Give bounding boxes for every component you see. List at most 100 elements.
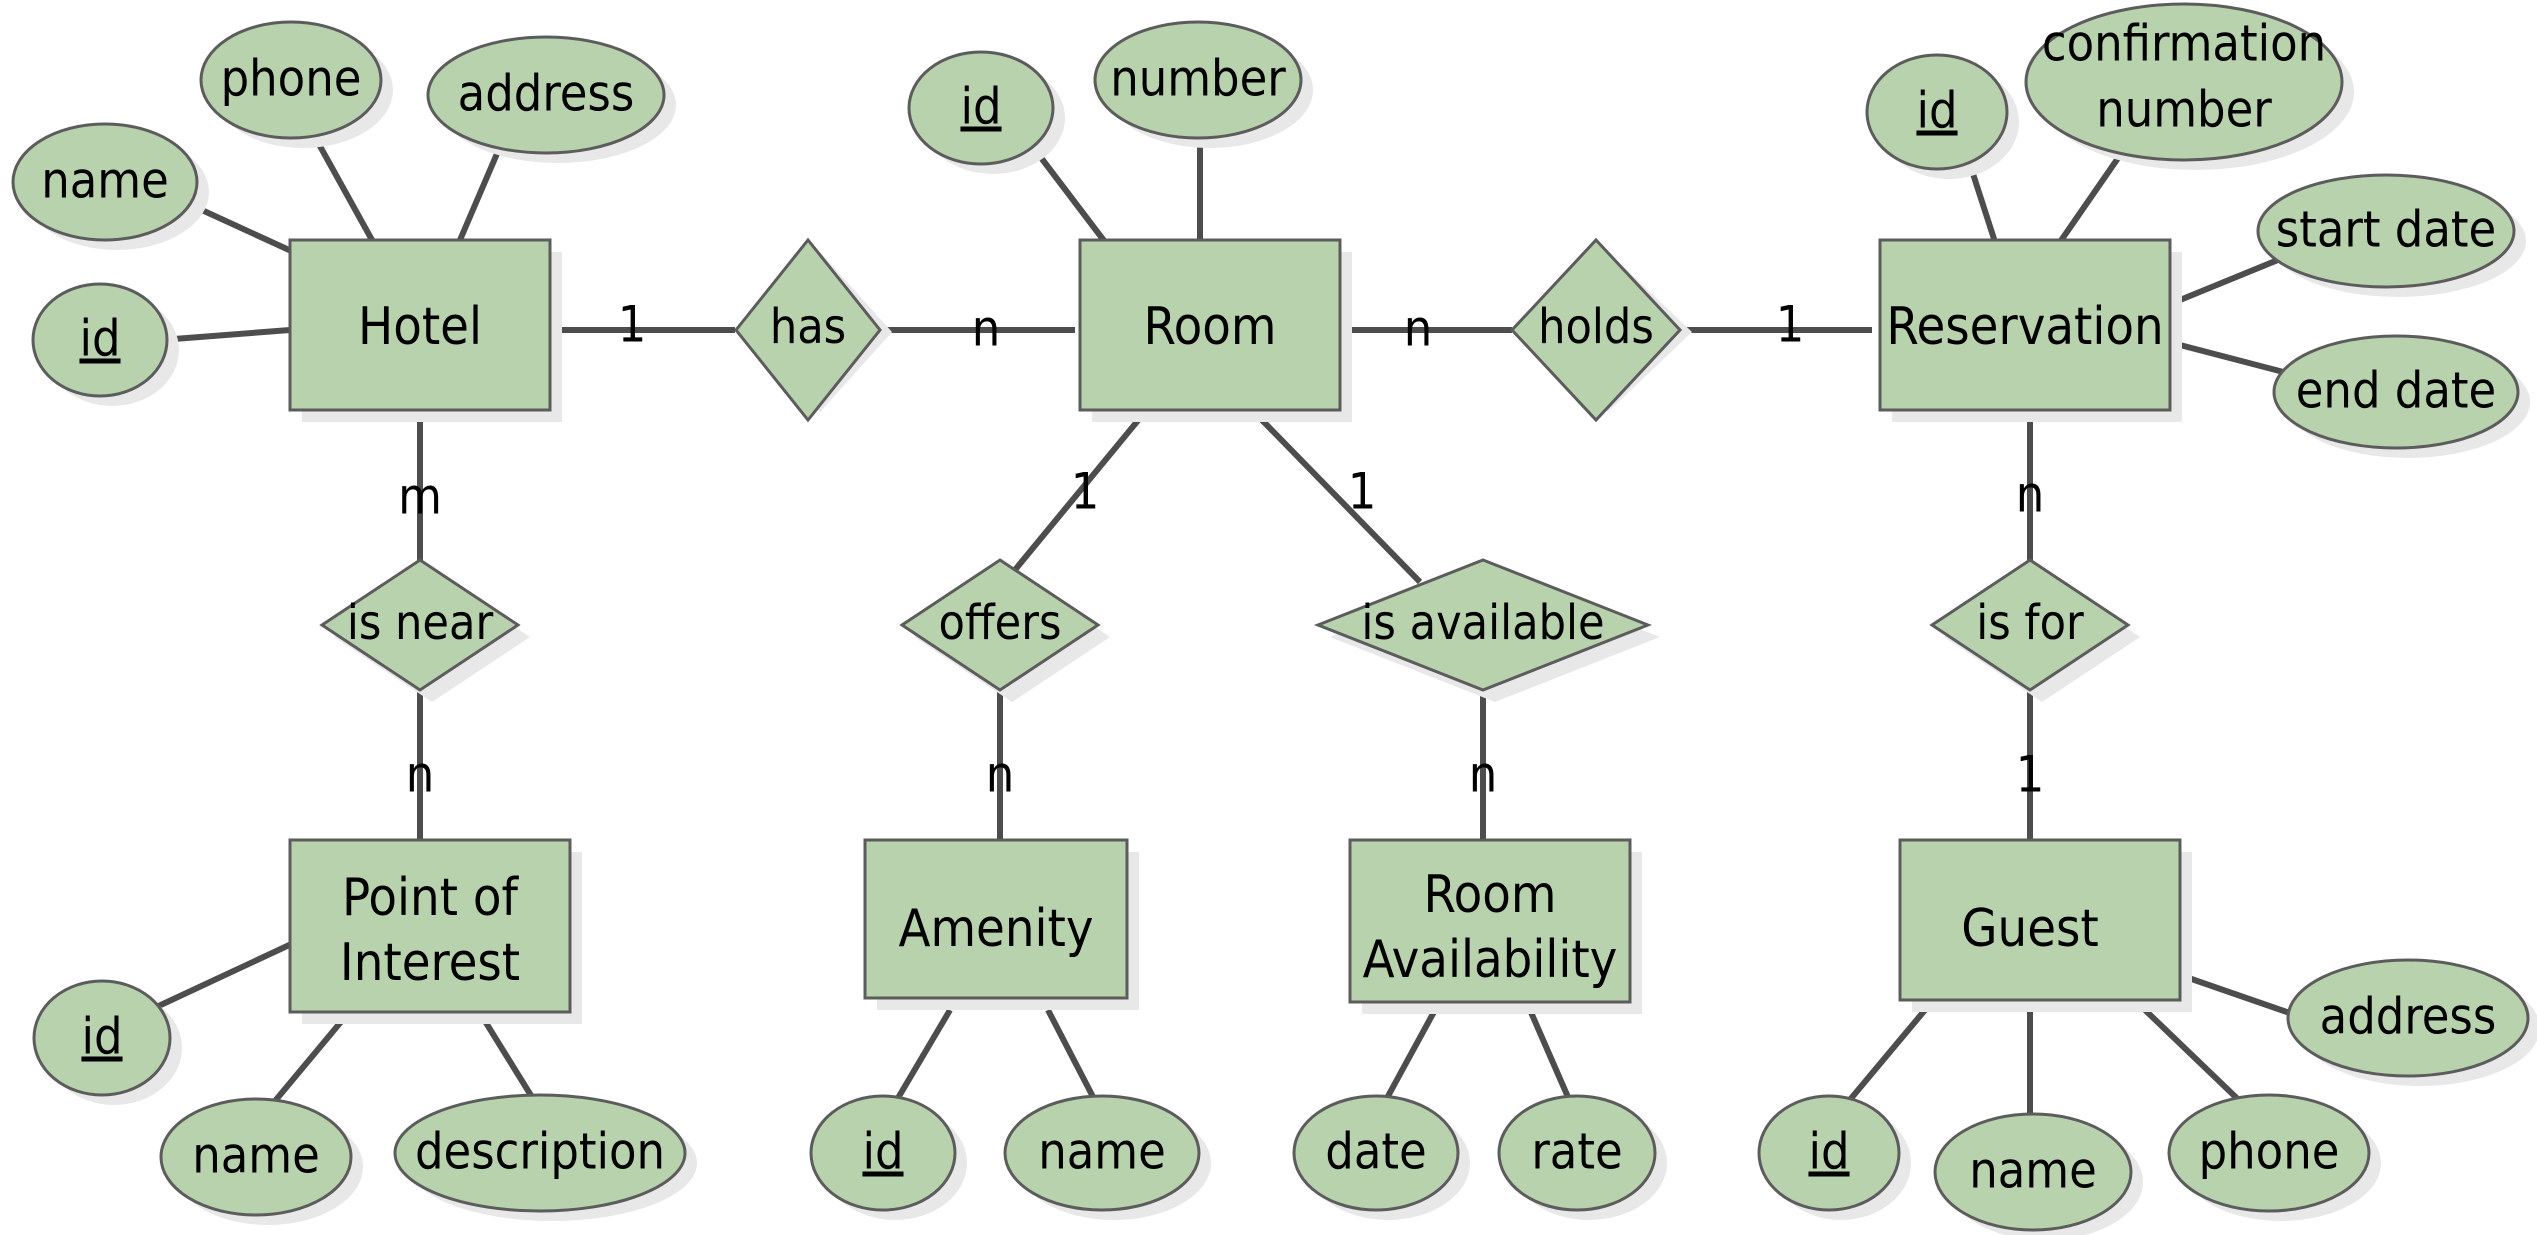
attribute-amenity-id[interactable]: id	[809, 1094, 967, 1220]
attribute-guest-name[interactable]: name	[1933, 1112, 2143, 1235]
hotel-phone-ellipse	[199, 20, 383, 140]
attribute-room-id-label: id	[960, 78, 1001, 136]
ravail-date-ellipse	[1292, 1094, 1460, 1212]
attribute-hotel-id-label: id	[79, 310, 120, 368]
entity-reservation[interactable]: Reservation	[1878, 238, 2182, 422]
attribute-amenity-name[interactable]: name	[1003, 1094, 1211, 1220]
attribute-room-id[interactable]: id	[907, 50, 1065, 174]
room-box	[1078, 238, 1342, 412]
guest-name-ellipse	[1933, 1112, 2133, 1232]
attribute-reservation-end-date[interactable]: end date	[2272, 334, 2530, 458]
entity-room-availability[interactable]: Room Availability	[1348, 838, 1642, 1014]
cardinality-offers-amenity: n	[986, 746, 1015, 804]
attribute-poi-description[interactable]: description	[393, 1093, 697, 1221]
relationship-isfor-label: is for	[1976, 595, 2084, 651]
attribute-poi-name[interactable]: name	[159, 1097, 363, 1225]
cardinality-holds-reservation: 1	[1776, 296, 1805, 354]
edge-room-offers	[1002, 416, 1143, 584]
edge-room-isavailable	[1257, 415, 1423, 585]
attribute-room-number[interactable]: number	[1093, 20, 1313, 148]
relationship-isnear-label: is near	[347, 595, 494, 651]
relationship-holds-label: holds	[1538, 299, 1654, 355]
attribute-poi-name-label: name	[192, 1127, 320, 1185]
edge-res-start	[2178, 252, 2292, 303]
cardinality-room-offers: 1	[1071, 463, 1100, 521]
room-id-ellipse	[907, 50, 1055, 166]
hotel-box	[288, 238, 552, 412]
entity-layer: Hotel Room Reservation Point of Interest…	[288, 238, 2192, 1024]
attribute-guest-id-label: id	[1808, 1123, 1849, 1181]
poi-box	[288, 838, 572, 1014]
relationship-has[interactable]: has	[734, 237, 892, 423]
isavailable-diamond	[1313, 558, 1653, 692]
attribute-roomavail-rate-label: rate	[1531, 1123, 1622, 1181]
relationship-is-for[interactable]: is for	[1929, 558, 2140, 702]
has-diamond	[734, 237, 882, 423]
edge-res-conf	[2057, 146, 2128, 244]
poi-id-ellipse	[32, 979, 172, 1097]
entity-room-label: Room	[1144, 297, 1277, 357]
attribute-guest-id[interactable]: id	[1757, 1094, 1911, 1220]
res-id-ellipse	[1865, 53, 2009, 171]
attribute-amenity-name-label: name	[1038, 1123, 1166, 1181]
relationship-is-available[interactable]: is available	[1313, 558, 1660, 702]
attribute-guest-address[interactable]: address	[2286, 958, 2537, 1086]
cardinality-isfor-guest: 1	[2016, 746, 2045, 804]
entity-point-of-interest[interactable]: Point of Interest	[288, 838, 582, 1024]
cardinality-hotel-has: 1	[618, 296, 647, 354]
relationship-holds[interactable]: holds	[1509, 237, 1692, 423]
cardinality-isavailable-roomavail: n	[1469, 746, 1498, 804]
attribute-guest-address-label: address	[2320, 988, 2497, 1046]
ravail-rate-ellipse	[1497, 1094, 1657, 1212]
cardinality-has-room: n	[972, 300, 1001, 358]
cardinality-reservation-isfor: n	[2016, 466, 2045, 524]
relationship-isavailable-label: is available	[1361, 595, 1604, 651]
entity-room[interactable]: Room	[1078, 238, 1352, 422]
attribute-roomavail-date-label: date	[1325, 1123, 1426, 1181]
cardinality-layer: 1 n n 1 m n 1 n 1 n n 1	[398, 296, 2044, 804]
attribute-roomavail-rate[interactable]: rate	[1497, 1094, 1667, 1220]
entity-roomavail-label-line1: Room	[1424, 865, 1557, 925]
attribute-reservation-id-label: id	[1916, 82, 1957, 140]
attribute-reservation-confirmation-number[interactable]: confirmation number	[2024, 2, 2354, 170]
entity-hotel[interactable]: Hotel	[288, 238, 562, 422]
attribute-reservation-start-date[interactable]: start date	[2256, 173, 2526, 297]
reservation-box	[1878, 238, 2172, 412]
amenity-id-ellipse	[809, 1094, 957, 1212]
attribute-hotel-name[interactable]: name	[11, 122, 209, 250]
relationship-has-label: has	[770, 299, 846, 355]
entity-poi-label-line1: Point of	[342, 868, 519, 928]
attribute-reservation-id[interactable]: id	[1865, 53, 2019, 179]
attribute-hotel-address[interactable]: address	[426, 35, 676, 163]
entity-roomavail-label-line2: Availability	[1363, 930, 1618, 990]
attribute-guest-phone[interactable]: phone	[2167, 1093, 2381, 1221]
attribute-guest-phone-label: phone	[2199, 1123, 2340, 1181]
relationship-offers-label: offers	[939, 595, 1062, 651]
attribute-poi-description-label: description	[415, 1123, 665, 1181]
guest-address-ellipse	[2286, 958, 2530, 1078]
attribute-poi-id[interactable]: id	[32, 979, 182, 1105]
guest-id-ellipse	[1757, 1094, 1901, 1212]
hotel-name-ellipse	[11, 122, 199, 242]
relationship-offers[interactable]: offers	[899, 558, 1110, 702]
cardinality-isnear-poi: n	[406, 746, 435, 804]
attribute-hotel-phone[interactable]: phone	[199, 20, 393, 148]
cardinality-room-holds: n	[1404, 300, 1433, 358]
relationship-layer: has holds is near offers is available	[319, 237, 2140, 702]
entity-guest[interactable]: Guest	[1898, 838, 2192, 1012]
attribute-hotel-id[interactable]: id	[31, 282, 179, 406]
attribute-room-number-label: number	[1110, 50, 1286, 108]
relationship-is-near[interactable]: is near	[319, 558, 530, 702]
poi-name-ellipse	[159, 1097, 353, 1217]
res-conf-ellipse	[2024, 2, 2344, 162]
entity-amenity[interactable]: Amenity	[863, 838, 1139, 1010]
attribute-guest-name-label: name	[1969, 1142, 2097, 1200]
attribute-roomavail-date[interactable]: date	[1292, 1094, 1470, 1220]
res-start-ellipse	[2256, 173, 2516, 289]
attribute-reservation-conf-line1: confirmation	[2042, 15, 2326, 73]
isnear-diamond	[319, 558, 521, 692]
attribute-reservation-start-date-label: start date	[2276, 201, 2496, 259]
hotel-id-ellipse	[31, 282, 169, 398]
